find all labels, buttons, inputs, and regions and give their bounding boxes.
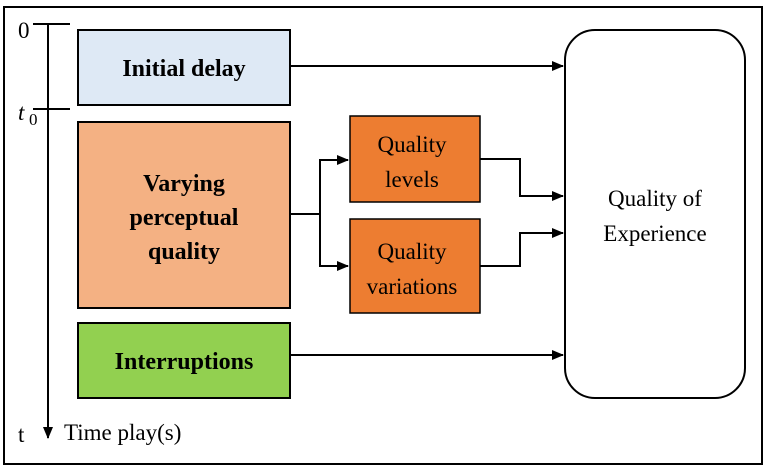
initial-delay-box: Initial delay xyxy=(77,29,291,106)
arrow-variations-to-qoe xyxy=(480,228,564,267)
varying-quality-rect xyxy=(77,121,291,309)
qoe-line-2: Experience xyxy=(603,221,706,246)
varying-quality-line-3: quality xyxy=(148,239,220,265)
tick-t0-subscript: 0 xyxy=(29,110,38,129)
quality-variations-rect xyxy=(349,218,481,314)
qoe-line-1: Quality of xyxy=(608,186,702,211)
quality-variations-line-2: variations xyxy=(367,274,458,299)
connectors xyxy=(290,61,564,360)
time-axis-label: Time play(s) xyxy=(64,420,181,445)
tick-t0-label: t xyxy=(18,100,25,125)
qoe-rect xyxy=(564,29,746,399)
quality-levels-line-2: levels xyxy=(385,167,439,192)
quality-variations-line-1: Quality xyxy=(378,239,447,264)
quality-variations-box: Quality variations xyxy=(349,218,481,314)
quality-levels-rect xyxy=(349,115,481,203)
varying-quality-line-1: Varying xyxy=(143,171,225,197)
varying-quality-line-2: perceptual xyxy=(130,205,239,231)
arrow-varying-quality-to-variations xyxy=(319,214,349,271)
interruptions-label: Interruptions xyxy=(115,349,254,375)
initial-delay-rect xyxy=(77,29,291,106)
interruptions-rect xyxy=(77,322,291,399)
time-axis: 0 t 0 t Time play(s) xyxy=(18,18,181,447)
arrow-varying-quality-to-levels xyxy=(319,155,349,214)
tick-zero-label: 0 xyxy=(18,18,30,43)
quality-levels-box: Quality levels xyxy=(349,115,481,203)
varying-quality-box: Varying perceptual quality xyxy=(77,121,291,309)
quality-levels-line-1: Quality xyxy=(378,132,447,157)
arrow-levels-to-qoe xyxy=(480,158,564,201)
tick-end-label: t xyxy=(18,422,25,447)
initial-delay-label: Initial delay xyxy=(122,56,245,82)
qoe-box: Quality of Experience xyxy=(564,29,746,399)
interruptions-box: Interruptions xyxy=(77,322,291,399)
